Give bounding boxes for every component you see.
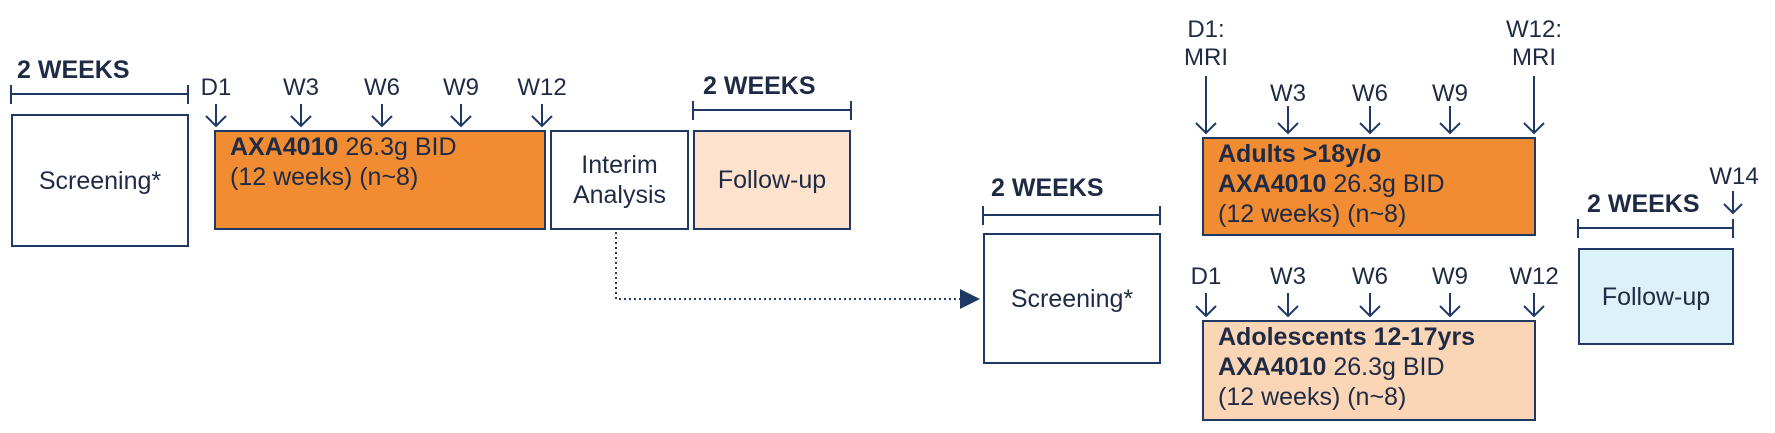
group-label: Adolescents 12-17yrs bbox=[1218, 323, 1476, 351]
timepoint-w6: W6 bbox=[1352, 80, 1388, 107]
mri-label: MRI bbox=[1511, 44, 1556, 71]
timepoint-arrows-adults bbox=[1195, 76, 1545, 135]
timepoint-w12-mri: W12: MRI bbox=[1506, 16, 1562, 72]
dose: 26.3g BID bbox=[345, 133, 457, 161]
treatment-box-part1: AXA4010 26.3g BID (12 weeks) (n~8) bbox=[214, 130, 546, 230]
timepoint-d1-mri: D1: MRI bbox=[1184, 16, 1228, 72]
adults-treatment-box: Adults >18y/o AXA4010 26.3g BID (12 week… bbox=[1202, 137, 1536, 236]
interim-line-1: Interim bbox=[581, 151, 658, 179]
timepoint-w9: W9 bbox=[1432, 80, 1468, 107]
followup-box-1: Follow-up bbox=[693, 130, 851, 230]
followup-duration-label-2: 2 WEEKS bbox=[1587, 190, 1700, 218]
timepoint-w14: W14 bbox=[1709, 163, 1759, 190]
drug-name: AXA4010 bbox=[1218, 170, 1327, 198]
timepoint-arrows-adolescents bbox=[1195, 293, 1545, 318]
w12-label: W12: bbox=[1505, 16, 1563, 43]
group-label: Adults >18y/o bbox=[1218, 140, 1382, 168]
dose: 26.3g BID bbox=[1333, 353, 1445, 381]
followup-box-2: Follow-up bbox=[1578, 248, 1734, 345]
duration: (12 weeks) (n~8) bbox=[1218, 200, 1407, 228]
screening-bracket-2 bbox=[982, 206, 1161, 225]
duration: (12 weeks) (n~8) bbox=[230, 163, 419, 191]
timepoint-w12: W12 bbox=[517, 74, 567, 101]
timepoint-w9: W9 bbox=[1432, 263, 1468, 290]
mri-label: MRI bbox=[1184, 44, 1228, 71]
drug-name: AXA4010 bbox=[1218, 353, 1327, 381]
followup-bracket-2 bbox=[1577, 219, 1734, 238]
timepoint-w6: W6 bbox=[364, 74, 400, 101]
adolescents-treatment-box: Adolescents 12-17yrs AXA4010 26.3g BID (… bbox=[1202, 320, 1536, 421]
w14-arrow bbox=[1723, 191, 1743, 215]
drug-name: AXA4010 bbox=[230, 133, 339, 161]
timepoint-w3: W3 bbox=[1270, 263, 1306, 290]
screening-duration-label-1: 2 WEEKS bbox=[17, 56, 130, 84]
interim-analysis-box: Interim Analysis bbox=[550, 130, 689, 230]
screening-box-label: Screening* bbox=[38, 166, 162, 195]
followup-bracket-1 bbox=[692, 101, 852, 120]
dose: 26.3g BID bbox=[1333, 170, 1445, 198]
screening-box-2: Screening* bbox=[983, 233, 1161, 364]
interim-to-screening-connector bbox=[615, 232, 980, 309]
timepoint-w9: W9 bbox=[443, 74, 479, 101]
followup-label: Follow-up bbox=[1601, 282, 1711, 311]
screening-box-label: Screening* bbox=[1010, 284, 1134, 313]
screening-box-1: Screening* bbox=[11, 114, 189, 247]
followup-label: Follow-up bbox=[717, 166, 827, 194]
screening-bracket-1 bbox=[10, 85, 189, 104]
screening-duration-label-2: 2 WEEKS bbox=[991, 174, 1104, 202]
duration: (12 weeks) (n~8) bbox=[1218, 383, 1407, 411]
timepoint-d1: D1 bbox=[1190, 263, 1222, 290]
timepoint-w12: W12 bbox=[1509, 263, 1559, 290]
followup-duration-label-1: 2 WEEKS bbox=[703, 72, 816, 100]
timepoint-w3: W3 bbox=[1270, 80, 1306, 107]
d1-label: D1: bbox=[1187, 16, 1225, 43]
interim-line-2: Analysis bbox=[572, 181, 667, 209]
timepoint-w6: W6 bbox=[1352, 263, 1388, 290]
timepoint-d1: D1 bbox=[200, 74, 232, 101]
timepoint-w3: W3 bbox=[283, 74, 319, 101]
timepoint-arrows-1 bbox=[205, 104, 553, 128]
